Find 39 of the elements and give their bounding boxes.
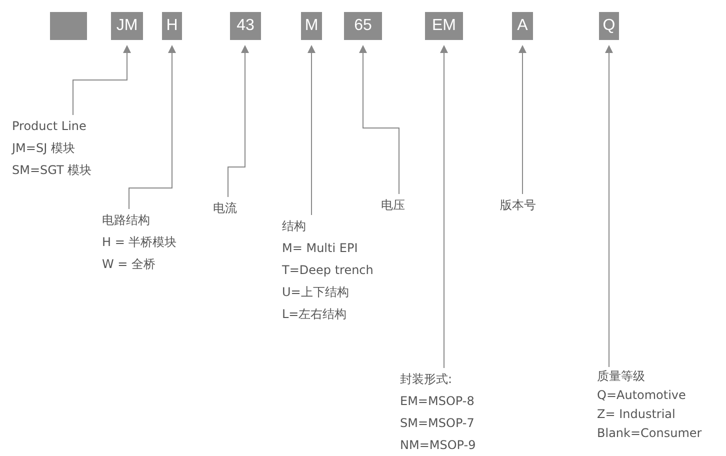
code-box: EM (425, 12, 463, 40)
code-definition: W = 全桥 (102, 256, 157, 273)
code-definition: U=上下结构 (282, 284, 350, 301)
code-definition: NM=MSOP-9 (400, 437, 476, 454)
code-box: Q (599, 12, 619, 40)
field-name: 电流 (213, 200, 237, 217)
code-definition: SM=MSOP-7 (400, 415, 476, 432)
code-box: A (512, 12, 533, 40)
field-name: 版本号 (500, 197, 536, 214)
code-definition: EM=MSOP-8 (400, 393, 476, 410)
code-box: JM (111, 12, 143, 40)
code-definition: M= Multi EPI (282, 240, 359, 257)
code-definition: Blank=Consumer (597, 425, 702, 442)
code-definition: H = 半桥模块 (102, 234, 177, 251)
code-definition: Z= Industrial (597, 406, 676, 423)
leader-arrow (440, 45, 448, 368)
code-definition: L=左右结构 (282, 306, 348, 323)
code-definition: SM=SGT 模块 (12, 162, 92, 179)
leader-arrow (605, 45, 613, 368)
leader-arrow (518, 45, 526, 194)
field-name: 结构 (282, 218, 307, 235)
field-name: 电路结构 (102, 212, 151, 229)
code-definition: Q=Automotive (597, 387, 687, 404)
code-box: H (162, 12, 182, 40)
code-box: 43 (230, 12, 261, 40)
code-box: M (301, 12, 322, 40)
field-name: 电压 (381, 197, 405, 214)
leader-arrow (228, 45, 249, 198)
leader-arrow (72, 45, 131, 116)
leader-arrow (128, 45, 176, 210)
code-definition: JM=SJ 模块 (12, 140, 76, 157)
leader-arrow (359, 45, 400, 194)
field-name: 封装形式: (400, 371, 454, 388)
code-box (50, 12, 87, 40)
code-box: 65 (344, 12, 382, 40)
field-name: Product Line (12, 118, 88, 135)
leader-arrow (308, 45, 316, 216)
code-definition: T=Deep trench (282, 262, 374, 279)
field-name: 质量等级 (597, 368, 646, 385)
